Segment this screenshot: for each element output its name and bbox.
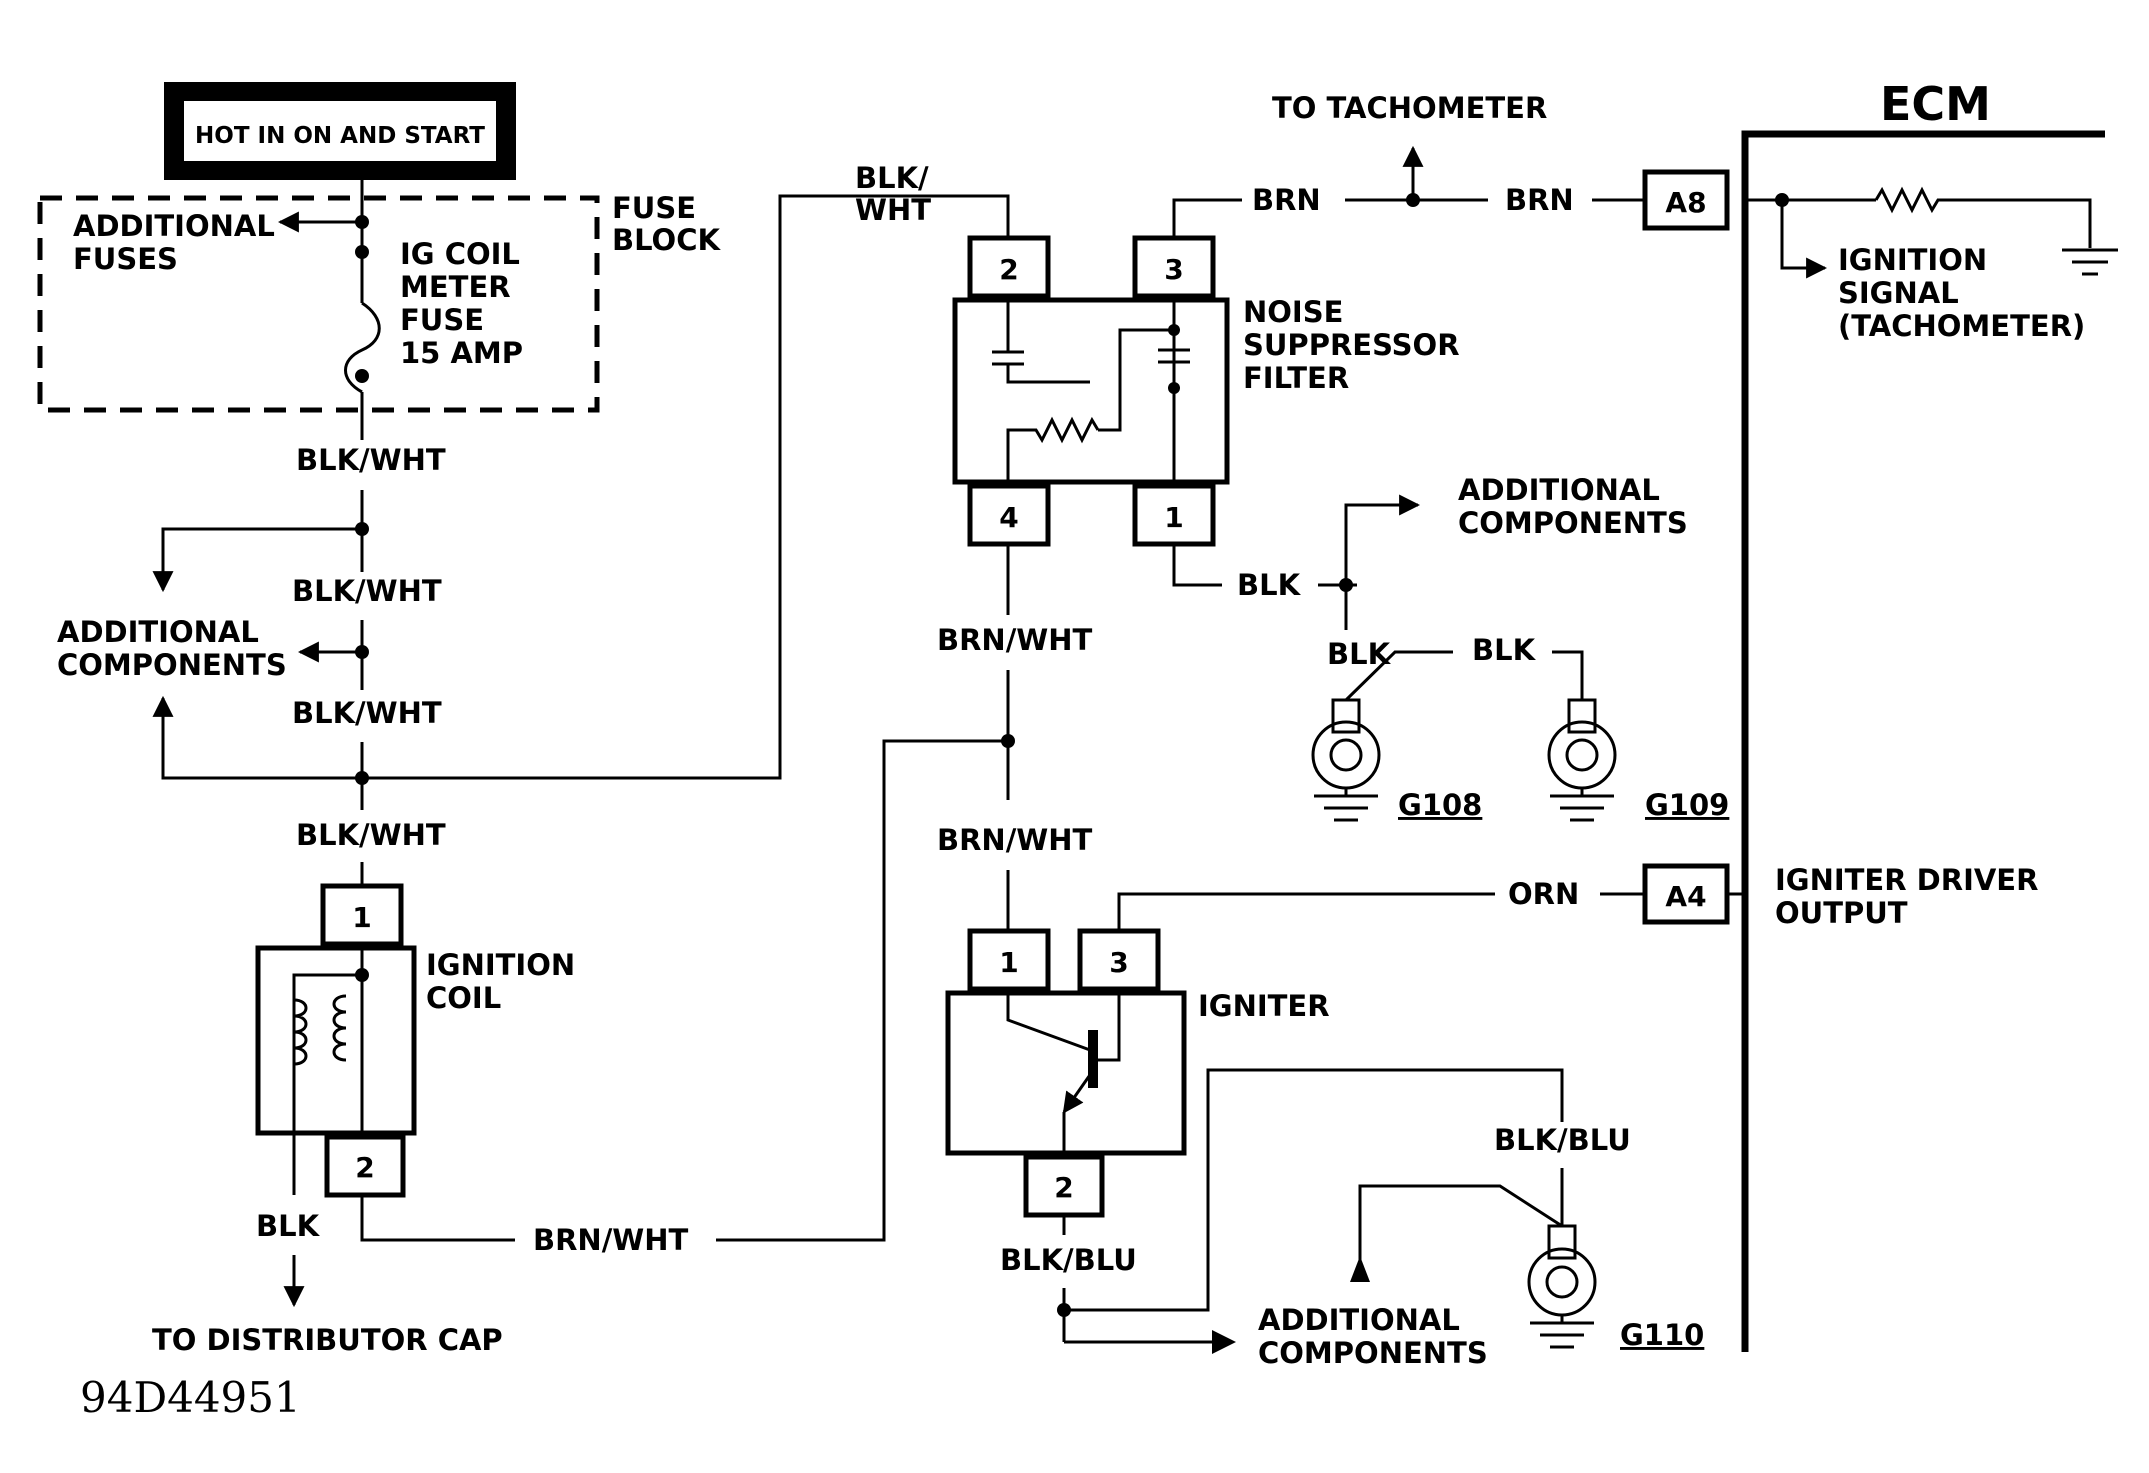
to-distributor-cap-label: TO DISTRIBUTOR CAP	[152, 1323, 503, 1357]
brn-wht-igniter-feed: BRN/WHT BRN/WHT	[937, 544, 1093, 931]
figure-id: 94D44951	[80, 1373, 301, 1422]
blk-wht-trunk: BLK/WHT BLK/WHT ADDITIONAL COMPONENTS BL…	[57, 161, 1010, 886]
wire-label-brn-wht-coil: BRN/WHT	[533, 1223, 689, 1257]
wire-label-blk-wht-split-1: BLK/	[855, 161, 929, 195]
fuse-label-2: METER	[400, 270, 511, 304]
hot-box-label: HOT IN ON AND START	[195, 123, 485, 149]
wire-label-brn-1: BRN	[1252, 183, 1321, 217]
ignition-coil-label-2: COIL	[426, 981, 501, 1015]
wire-label-brn-2: BRN	[1505, 183, 1574, 217]
ignition-signal-label-3: (TACHOMETER)	[1838, 309, 2085, 343]
igniter-pin-1: 1	[999, 946, 1018, 979]
hot-in-on-and-start-box: HOT IN ON AND START	[164, 82, 516, 180]
ignition-coil: 1 2 IGNITION COIL BLK TO DISTRIBUTOR CAP…	[152, 739, 1008, 1357]
coil-pin-1: 1	[352, 901, 371, 934]
wire-label-brn-wht-1: BRN/WHT	[937, 623, 1093, 657]
ignition-signal-label-2: SIGNAL	[1838, 276, 1959, 310]
fuse-label-4: 15 AMP	[400, 336, 523, 370]
ecm: ECM IGNITION SIGNAL (TACHOMETER) A4 IGNI…	[1642, 77, 2118, 1352]
ecm-label: ECM	[1880, 77, 1991, 131]
g109-label: G109	[1645, 788, 1729, 822]
additional-components-top-1: ADDITIONAL	[1458, 473, 1660, 507]
fuse-block-label-1: FUSE	[612, 191, 696, 225]
igniter-driver-output-label-1: IGNITER DRIVER	[1775, 863, 2038, 897]
ground-g109: G109	[1547, 698, 1729, 822]
wire-label-blk-blu-2: BLK/BLU	[1494, 1123, 1631, 1157]
igniter-label: IGNITER	[1198, 989, 1330, 1023]
to-tachometer-label: TO TACHOMETER	[1272, 91, 1547, 125]
wire-label-blk-filter: BLK	[1237, 568, 1302, 602]
additional-components-top-2: COMPONENTS	[1458, 506, 1688, 540]
igniter-driver-output-label-2: OUTPUT	[1775, 896, 1908, 930]
filter-pin-2: 2	[999, 253, 1018, 286]
additional-fuses-label-1: ADDITIONAL	[73, 209, 275, 243]
wire-label-blk-wht-4: BLK/WHT	[296, 818, 446, 852]
fuse-block-label-2: BLOCK	[612, 223, 721, 257]
filter-pin-4: 4	[999, 501, 1018, 534]
additional-components-left-2: COMPONENTS	[57, 648, 287, 682]
coil-winding-primary	[293, 998, 308, 1066]
ecm-pin-a4: A4	[1665, 880, 1706, 913]
additional-components-bottom-1: ADDITIONAL	[1258, 1303, 1460, 1337]
ground-g108: G108	[1311, 698, 1482, 822]
noise-filter-label-3: FILTER	[1243, 361, 1349, 395]
coil-pin-2: 2	[355, 1151, 374, 1184]
ignition-signal-label-1: IGNITION	[1838, 243, 1987, 277]
wire-label-blk-wht-split-2: WHT	[855, 193, 931, 227]
filter-pin-3: 3	[1164, 253, 1183, 286]
noise-filter-label-2: SUPPRESSOR	[1243, 328, 1460, 362]
g108-label: G108	[1398, 788, 1482, 822]
filter-ground-circuit: BLK ADDITIONAL COMPONENTS BLK BLK G108	[1172, 473, 1729, 822]
additional-components-bottom-2: COMPONENTS	[1258, 1336, 1488, 1370]
ground-g110: G110	[1527, 1224, 1704, 1352]
additional-components-left-1: ADDITIONAL	[57, 615, 259, 649]
filter-resistor	[1006, 416, 1100, 482]
igniter-pin-3: 3	[1109, 946, 1128, 979]
ecm-resistor	[1874, 186, 2092, 248]
noise-filter-label-1: NOISE	[1243, 295, 1343, 329]
wire-label-blk-wht-1: BLK/WHT	[296, 443, 446, 477]
noise-suppressor-filter: 2 3 4 1 NOISE SUPPRESSOR FILTER	[952, 235, 1460, 547]
igniter: 1 3 2 IGNITER ORN BLK/BLU ADDITIONAL COM…	[945, 877, 1645, 1370]
wire-label-blk-wht-3: BLK/WHT	[292, 696, 442, 730]
wire-label-brn-wht-2: BRN/WHT	[937, 823, 1093, 857]
brn-tach-circuit: BRN TO TACHOMETER BRN A8	[1172, 91, 1730, 238]
ignition-coil-label-1: IGNITION	[426, 948, 575, 982]
filter-pin-1: 1	[1164, 501, 1183, 534]
wire-label-blk-wht-2: BLK/WHT	[292, 574, 442, 608]
wire-label-blk-g109: BLK	[1472, 633, 1537, 667]
fuse-label-1: IG COIL	[400, 237, 520, 271]
fuse-symbol	[344, 301, 381, 394]
g110-label: G110	[1620, 1318, 1704, 1352]
igniter-pin-2: 2	[1054, 1171, 1073, 1204]
wire-label-orn: ORN	[1508, 877, 1579, 911]
ecm-pin-a8: A8	[1665, 186, 1706, 219]
wire-label-blk-coil: BLK	[256, 1209, 321, 1243]
fuse-block: FUSE BLOCK ADDITIONAL FUSES IG COIL METE…	[37, 180, 721, 413]
wire-label-blk-blu-1: BLK/BLU	[1000, 1243, 1137, 1277]
additional-fuses-label-2: FUSES	[73, 242, 178, 276]
coil-winding-secondary	[332, 994, 347, 1062]
fuse-label-3: FUSE	[400, 303, 484, 337]
